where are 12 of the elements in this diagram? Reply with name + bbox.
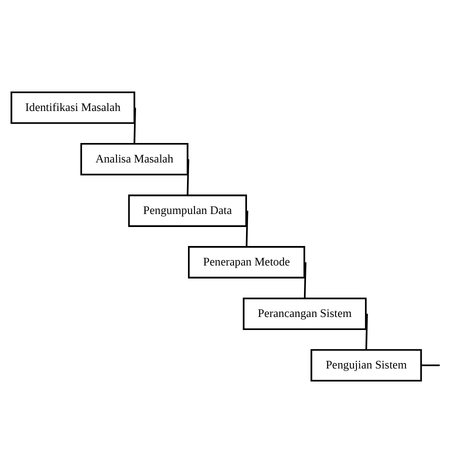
node-box: Pengumpulan Data xyxy=(128,194,247,226)
node-box: Analisa Masalah xyxy=(80,142,188,175)
connector xyxy=(246,210,248,246)
connector xyxy=(304,262,306,298)
connector xyxy=(186,158,190,195)
connector xyxy=(134,107,136,144)
node-box: Identifikasi Masalah xyxy=(10,91,136,124)
node-box: Pengujian Sistem xyxy=(310,348,422,381)
connector xyxy=(365,313,368,350)
node-box: Perancangan Sistem xyxy=(242,297,367,330)
connector xyxy=(421,364,440,366)
node-box: Penerapan Metode xyxy=(188,246,306,278)
